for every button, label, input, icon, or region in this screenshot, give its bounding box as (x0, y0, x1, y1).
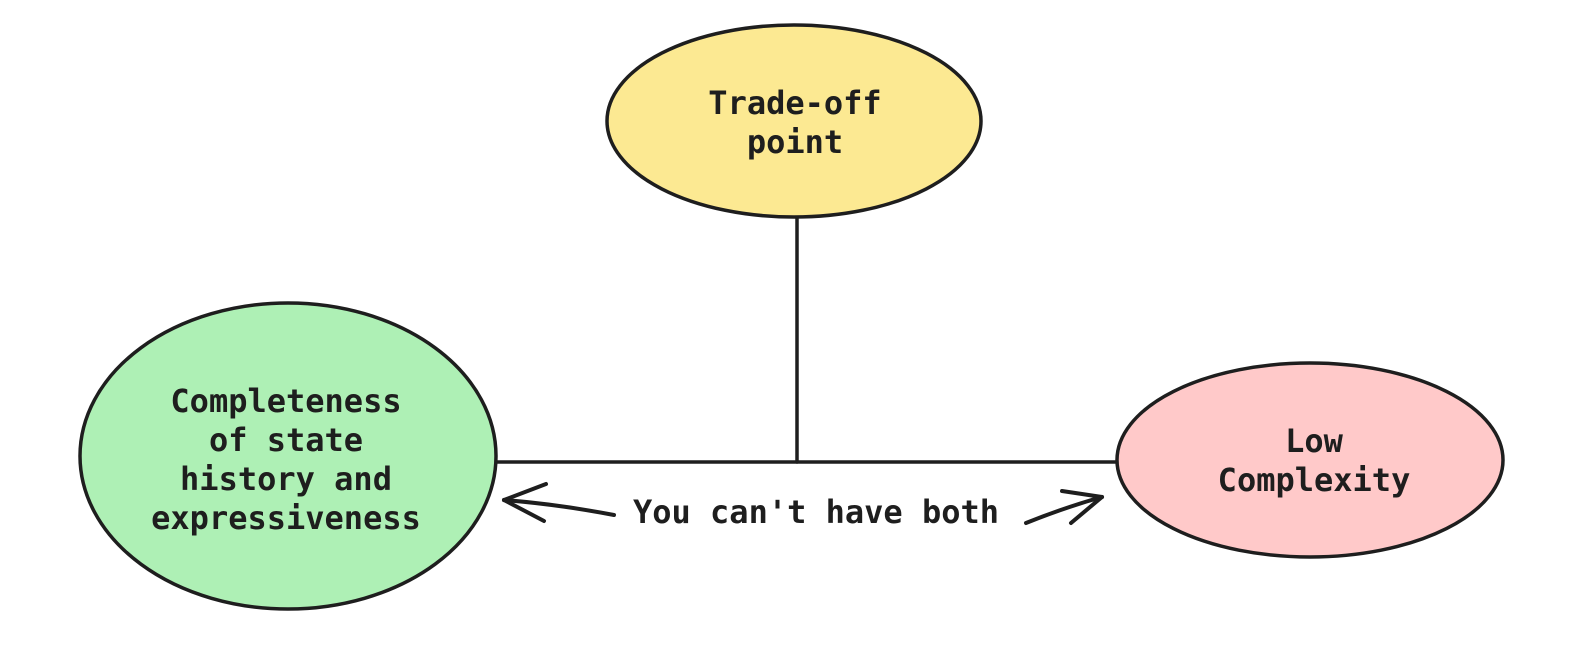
right-arrow-icon (1024, 489, 1104, 525)
annotation-cant-have-both: You can't have both (502, 482, 1104, 531)
left-arrow-icon (502, 482, 616, 523)
completeness-label-line-3: history and (180, 460, 392, 498)
tradeoff-point-ellipse (605, 23, 983, 219)
annotation-text: You can't have both (633, 493, 999, 531)
low-complexity-label-line-2: Complexity (1218, 461, 1411, 499)
low-complexity-ellipse (1115, 361, 1505, 559)
low-complexity-label-line-1: Low (1285, 422, 1344, 460)
completeness-label-line-1: Completeness (170, 382, 401, 420)
node-low-complexity: Low Complexity (1115, 361, 1505, 559)
completeness-label-line-2: of state (209, 421, 363, 459)
tradeoff-point-label-line-2: point (747, 123, 843, 161)
completeness-label-line-4: expressiveness (151, 499, 421, 537)
completeness-ellipse (78, 301, 498, 611)
node-completeness: Completeness of state history and expres… (78, 301, 498, 611)
tradeoff-point-label-line-1: Trade-off (708, 84, 881, 122)
node-tradeoff-point: Trade-off point (605, 23, 983, 219)
